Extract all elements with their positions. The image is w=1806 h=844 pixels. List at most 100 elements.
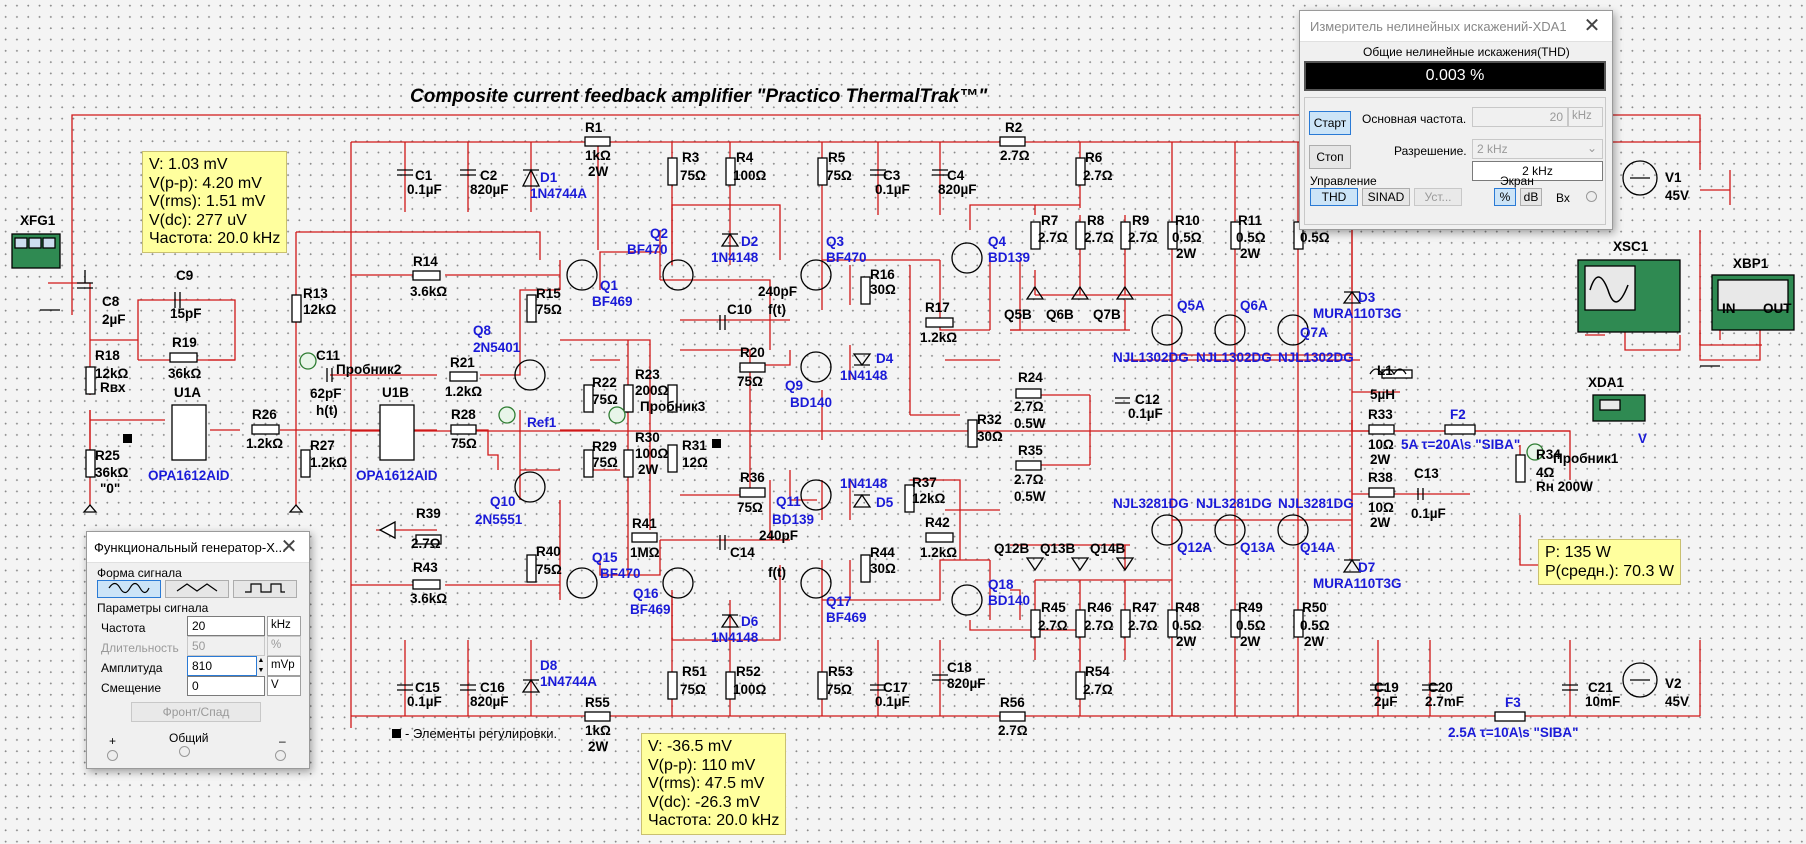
component-label: C19 xyxy=(1374,680,1399,695)
sinad-mode-button[interactable]: SINAD xyxy=(1362,188,1410,206)
component-label: R44 xyxy=(870,545,895,560)
window-title: Функциональный генератор-X... xyxy=(94,540,286,555)
control-group-label: Управление xyxy=(1310,174,1377,188)
resolution-value-field[interactable]: 2 kHz xyxy=(1472,161,1603,181)
common-terminal-label: Общий xyxy=(169,731,209,745)
thd-mode-button[interactable]: THD xyxy=(1310,188,1358,206)
component-label: 1.2kΩ xyxy=(920,545,957,560)
component-label: R29 xyxy=(592,439,617,454)
common-terminal[interactable] xyxy=(179,746,190,757)
param-label: Амплитуда xyxy=(101,661,163,675)
component-label: 75Ω xyxy=(536,562,562,577)
component-label: C20 xyxy=(1428,680,1453,695)
component-label: 2.7Ω xyxy=(1084,618,1114,633)
component-label: 100Ω xyxy=(635,446,669,461)
window-titlebar[interactable]: Измеритель нелинейных искажений-XDA1 ✕ xyxy=(1300,11,1612,42)
probe-line: P: 135 W xyxy=(1545,544,1611,561)
probe-line: P(средн.): 70.3 W xyxy=(1545,562,1674,580)
fundamental-freq-field[interactable]: 20 xyxy=(1472,107,1568,127)
db-toggle[interactable]: dB xyxy=(1520,188,1542,206)
component-label: 1.2kΩ xyxy=(920,330,957,345)
square-wave-button[interactable] xyxy=(233,580,297,598)
component-label: 0.5Ω xyxy=(1172,618,1202,633)
component-label: R26 xyxy=(252,407,277,422)
component-label: U1B xyxy=(382,385,409,400)
component-label: R3 xyxy=(682,150,700,165)
component-label: 3.6kΩ xyxy=(410,591,447,606)
component-label: 2.7mF xyxy=(1425,694,1464,709)
probe-readout-left[interactable]: V: 1.03 mV V(p-p): 4.20 mV V(rms): 1.51 … xyxy=(142,151,288,253)
plus-terminal[interactable] xyxy=(107,750,118,761)
legend-note-text: - Элементы регулировки. xyxy=(405,726,558,741)
component-label: IN xyxy=(1722,301,1736,316)
param-label: Смещение xyxy=(101,681,162,695)
minus-terminal-label: – xyxy=(279,734,286,748)
component-label: 45V xyxy=(1665,694,1689,709)
component-label: R38 xyxy=(1368,470,1393,485)
component-label: C9 xyxy=(176,268,193,283)
param-unit[interactable]: V xyxy=(267,676,301,696)
param-unit[interactable]: kHz xyxy=(267,616,301,636)
component-label: Q12A xyxy=(1177,540,1213,555)
param-unit[interactable]: mVp xyxy=(267,656,301,676)
input-terminal[interactable] xyxy=(1586,191,1597,202)
rise-fall-button[interactable]: Фронт/Спад xyxy=(131,702,261,722)
duty-cycle-field[interactable]: 50 xyxy=(187,636,265,656)
component-label: 45V xyxy=(1665,188,1689,203)
component-label: 2W xyxy=(1370,452,1391,467)
probe-readout-bottom[interactable]: V: -36.5 mV V(p-p): 110 mV V(rms): 47.5 … xyxy=(641,733,787,835)
triangle-wave-button[interactable] xyxy=(165,580,229,598)
component-label: 200Ω xyxy=(635,383,669,398)
component-label: Q4 xyxy=(988,234,1007,249)
component-label: 75Ω xyxy=(536,302,562,317)
component-label: 0.5Ω xyxy=(1236,230,1266,245)
probe-line: V(p-p): 4.20 mV xyxy=(149,174,262,192)
component-label: 4Ω xyxy=(1536,465,1555,480)
amplitude-field[interactable]: 810 xyxy=(187,656,257,676)
resolution-select[interactable]: 2 kHz ⌄ xyxy=(1472,139,1603,159)
component-label: 0.1µF xyxy=(407,182,442,197)
percent-toggle[interactable]: % xyxy=(1494,188,1516,206)
settings-button[interactable]: Уст... xyxy=(1414,188,1462,206)
component-label: Q11 xyxy=(776,494,801,509)
fundamental-freq-unit[interactable]: kHz xyxy=(1568,107,1603,127)
component-label: BF469 xyxy=(826,610,867,625)
probe-line: Частота: 20.0 kHz xyxy=(149,230,281,247)
component-label: Q5B xyxy=(1004,307,1032,322)
sine-wave-button[interactable] xyxy=(97,580,161,598)
thd-meter-window[interactable]: Измеритель нелинейных искажений-XDA1 ✕ О… xyxy=(1299,10,1613,230)
component-label: R51 xyxy=(682,664,707,679)
offset-field[interactable]: 0 xyxy=(187,676,265,696)
close-icon[interactable]: ✕ xyxy=(1583,15,1601,37)
component-label: V2 xyxy=(1665,676,1682,691)
start-button[interactable]: Старт xyxy=(1309,111,1351,135)
stepper-icon[interactable]: ▲▼ xyxy=(257,657,265,674)
component-label: R22 xyxy=(592,375,617,390)
component-label: Q6B xyxy=(1046,307,1074,322)
param-unit[interactable]: % xyxy=(267,636,301,656)
component-label: C16 xyxy=(480,680,505,695)
frequency-field[interactable]: 20 xyxy=(187,616,265,636)
close-icon[interactable]: ✕ xyxy=(280,536,298,558)
component-label: F2 xyxy=(1450,407,1466,422)
component-label: 0.1µF xyxy=(407,694,442,709)
component-label: 0.1µF xyxy=(1411,506,1446,521)
minus-terminal[interactable] xyxy=(275,750,286,761)
function-generator-window[interactable]: Функциональный генератор-X... ✕ Форма си… xyxy=(86,531,310,769)
component-label: XSC1 xyxy=(1613,239,1649,254)
param-label: Частота xyxy=(101,621,146,635)
window-titlebar[interactable]: Функциональный генератор-X... ✕ xyxy=(87,532,309,563)
component-label: Q9 xyxy=(785,378,803,393)
component-label: 0.5Ω xyxy=(1300,618,1330,633)
adjust-marker-icon xyxy=(392,729,401,738)
circuit-title: Composite current feedback amplifier "Pr… xyxy=(410,86,988,107)
component-label: 75Ω xyxy=(680,168,706,183)
component-label: OPA1612AID xyxy=(148,468,230,483)
stop-button[interactable]: Стоп xyxy=(1309,145,1351,169)
power-probe-readout[interactable]: P: 135 W P(средн.): 70.3 W xyxy=(1538,539,1681,585)
component-label: 75Ω xyxy=(451,436,477,451)
component-label: 820µF xyxy=(470,694,509,709)
component-label: R32 xyxy=(977,412,1002,427)
component-label: R10 xyxy=(1175,213,1200,228)
